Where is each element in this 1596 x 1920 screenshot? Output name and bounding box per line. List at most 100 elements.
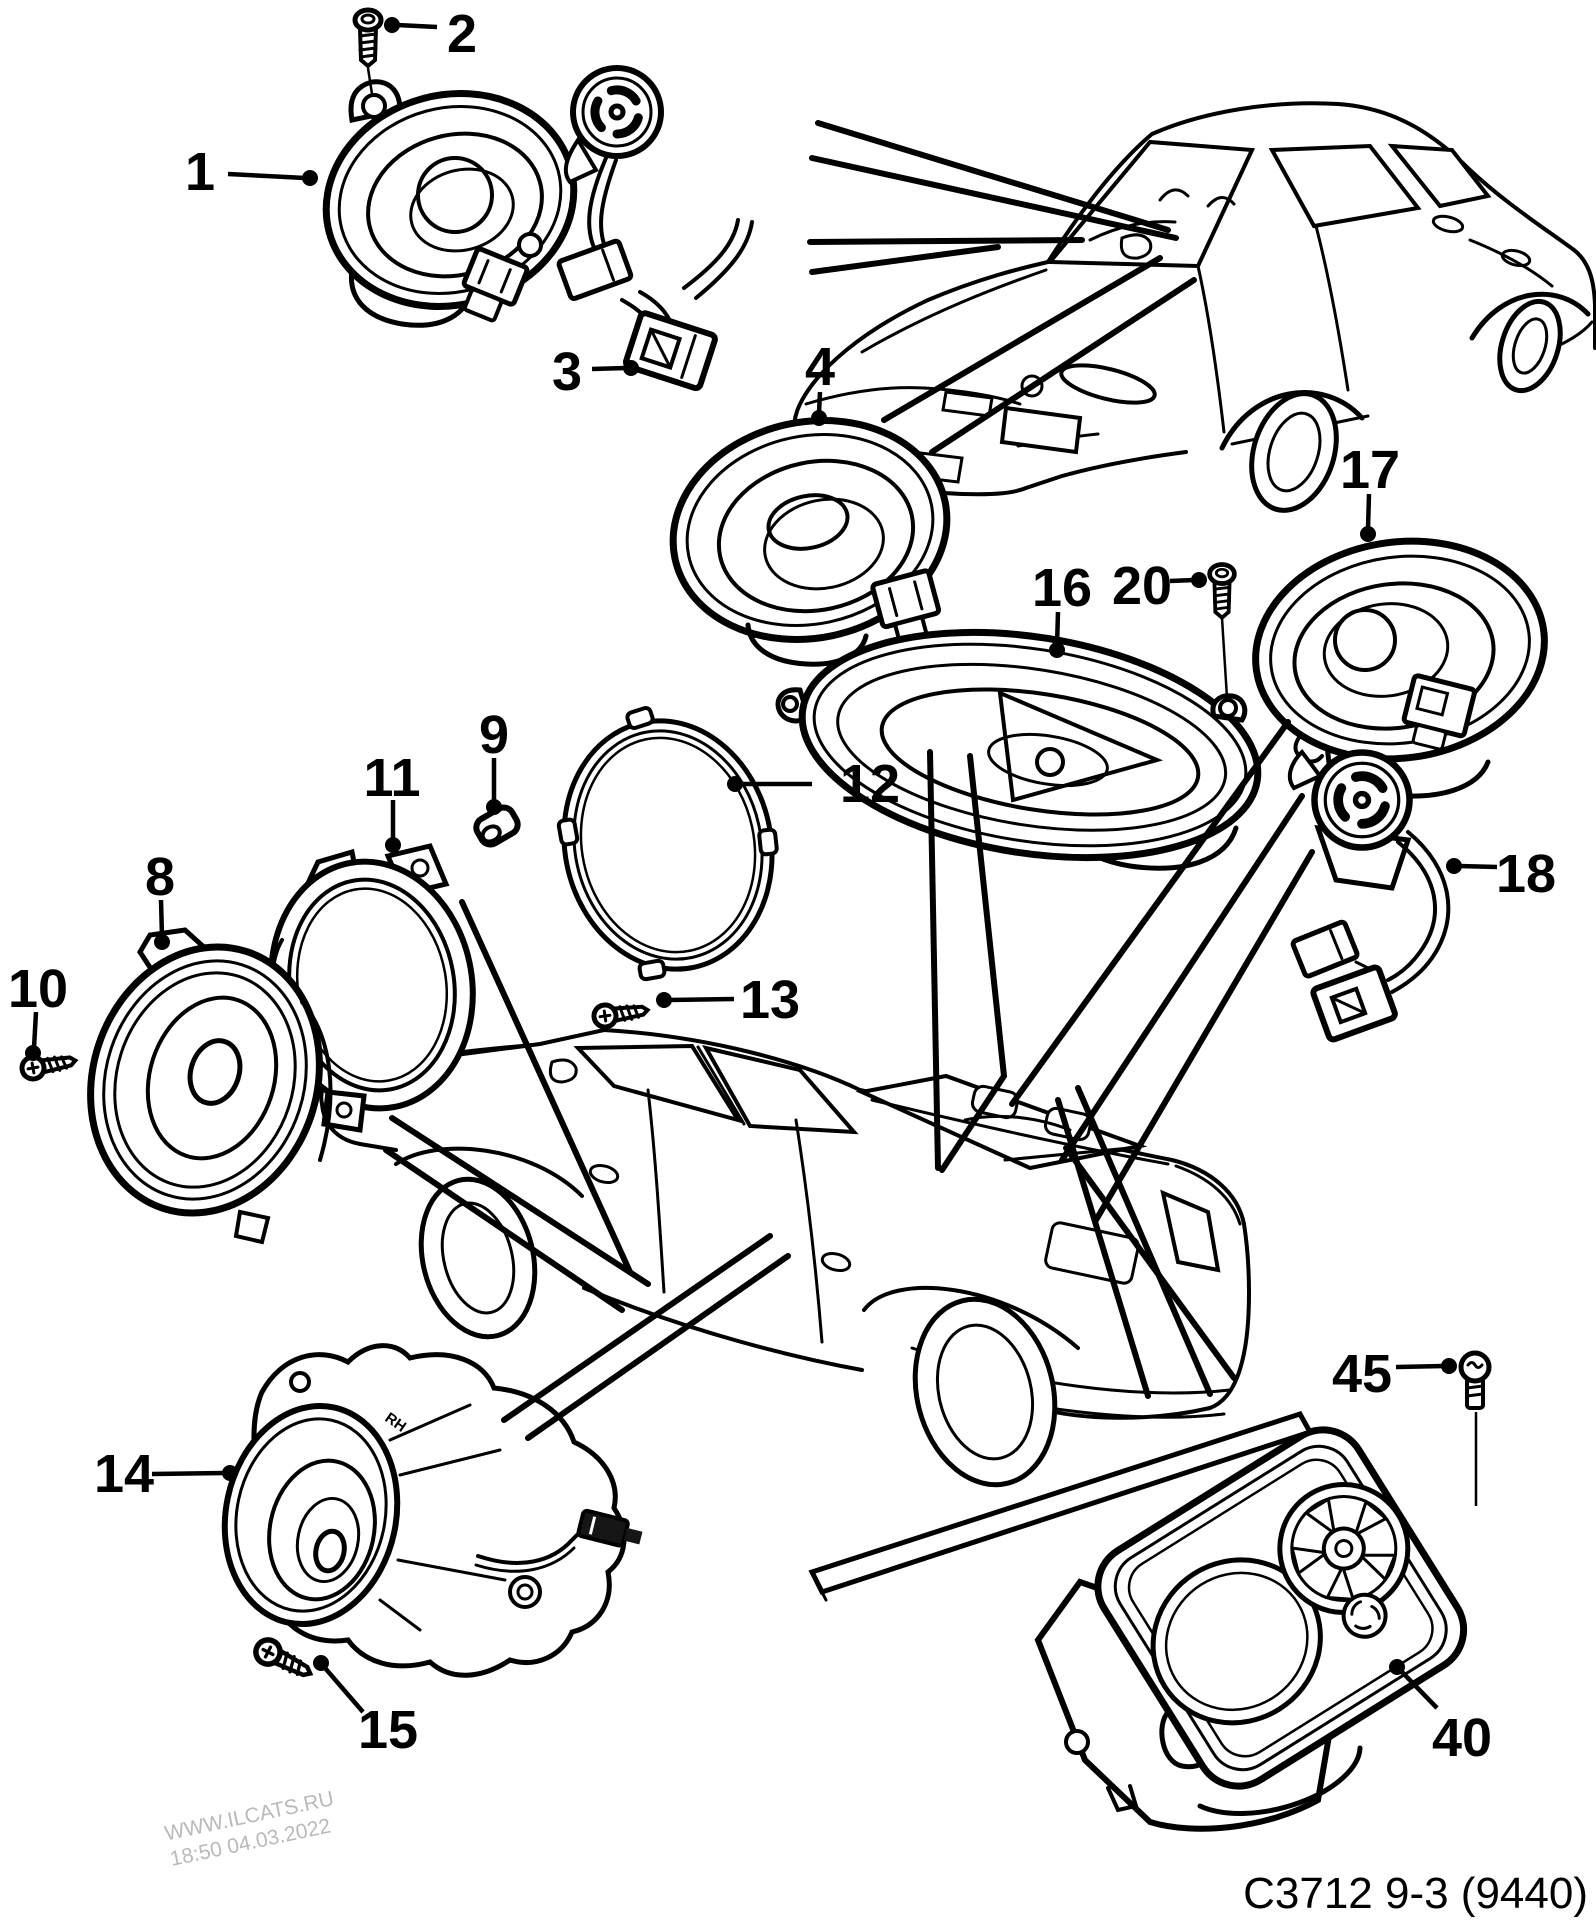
leader-lines xyxy=(383,120,1315,1441)
trim-ring-12 xyxy=(556,705,779,982)
watermark: WWW.ILCATS.RU 18:50 04.03.2022 xyxy=(163,1787,336,1871)
speaker-cone xyxy=(267,1458,377,1602)
connector-18 xyxy=(1310,964,1398,1043)
magnet xyxy=(348,267,475,328)
callout-45-label: 45 xyxy=(1332,1344,1392,1404)
callouts: 1 2 3 4 8 9 10 11 xyxy=(8,4,1556,1768)
callout-12-label: 12 xyxy=(840,754,900,814)
connector-small xyxy=(1290,919,1360,979)
oval-cone xyxy=(879,687,1201,817)
tab-hole xyxy=(781,695,799,713)
speaker-flange xyxy=(221,1402,401,1628)
tab-hole xyxy=(361,93,387,119)
tweeter-bracket xyxy=(1287,748,1324,791)
terminal-block xyxy=(461,246,530,323)
callout-16: 16 xyxy=(1032,558,1092,658)
woofer-speaker xyxy=(1277,1482,1411,1616)
tweeter-18-assembly xyxy=(1287,748,1451,1043)
terminal-block xyxy=(1401,673,1477,751)
woofer-bottom xyxy=(1197,1745,1363,1816)
diagram-code: C3712 9-3 (9440) xyxy=(1243,1869,1588,1918)
tray-tweeter xyxy=(1341,1592,1388,1639)
speaker-8 xyxy=(87,927,333,1245)
callout-40: 40 xyxy=(1389,1659,1492,1768)
clip xyxy=(1106,1784,1139,1813)
front-wheel xyxy=(1249,391,1339,513)
side-window-rear xyxy=(1387,143,1492,209)
side-window-front xyxy=(1268,143,1422,229)
subwoofer-40 xyxy=(808,1410,1468,1832)
callout-2-label: 2 xyxy=(447,4,477,64)
callout-2: 2 xyxy=(384,4,477,64)
mirror xyxy=(548,1058,578,1084)
terminal-block xyxy=(870,568,942,646)
wire xyxy=(587,156,608,254)
callout-14: 14 xyxy=(94,1444,238,1504)
callout-8: 8 xyxy=(145,847,175,950)
callout-9-label: 9 xyxy=(479,705,509,765)
dust-cap xyxy=(1333,608,1397,672)
screw-20 xyxy=(1210,565,1235,618)
wire xyxy=(1390,830,1451,994)
callout-18-label: 18 xyxy=(1496,844,1556,904)
callout-20-label: 20 xyxy=(1112,556,1172,616)
callout-13: 13 xyxy=(656,970,800,1030)
clip xyxy=(637,958,667,982)
connector-3 xyxy=(622,310,718,392)
door-handle xyxy=(1431,214,1465,234)
callout-17-label: 17 xyxy=(1340,440,1400,500)
tweeter-assembly-front xyxy=(556,68,754,334)
locator-line xyxy=(366,67,374,95)
callout-8-label: 8 xyxy=(145,847,175,907)
callout-10: 10 xyxy=(8,959,68,1061)
tail-light xyxy=(1160,1189,1221,1273)
dust-cap xyxy=(1035,747,1065,777)
clip xyxy=(757,827,779,857)
callout-3-label: 3 xyxy=(552,342,582,402)
speaker-17 xyxy=(1252,537,1548,799)
screw-15 xyxy=(252,1636,316,1685)
callout-4: 4 xyxy=(805,337,835,426)
callout-11: 11 xyxy=(363,748,421,853)
callout-4-label: 4 xyxy=(805,337,835,397)
mirror xyxy=(1119,233,1153,260)
screw-2 xyxy=(355,10,381,66)
rear-wheel xyxy=(912,1296,1058,1488)
callout-18: 18 xyxy=(1446,844,1556,904)
speaker-4 xyxy=(669,417,951,667)
dust-opening xyxy=(313,1528,347,1574)
callout-12: 12 xyxy=(727,754,900,814)
clip xyxy=(625,705,655,731)
mount-tab xyxy=(233,1209,271,1245)
tab-hole xyxy=(410,858,430,878)
grille xyxy=(999,405,1083,455)
callout-16-label: 16 xyxy=(1032,558,1092,618)
dust-opening xyxy=(187,1038,243,1106)
tab-hole xyxy=(517,232,543,258)
speaker-tray xyxy=(1094,1426,1468,1790)
front-wheel xyxy=(418,1176,538,1340)
dust-cap xyxy=(416,156,494,234)
connector-small xyxy=(556,238,634,301)
speaker-1-front-door xyxy=(322,79,578,328)
callout-13-label: 13 xyxy=(740,970,800,1030)
callout-17: 17 xyxy=(1340,440,1400,542)
speaker-14-assembly: RH xyxy=(221,1343,643,1678)
callout-1-label: 1 xyxy=(185,142,215,202)
clip-nut-9 xyxy=(473,804,521,848)
callout-45: 45 xyxy=(1332,1344,1457,1404)
locator-line xyxy=(1220,617,1229,699)
callout-11-label: 11 xyxy=(363,748,420,808)
door-handle xyxy=(820,1251,852,1273)
door-handle xyxy=(588,1163,620,1185)
tweeter-icon xyxy=(1314,752,1409,847)
door-window xyxy=(573,1043,743,1124)
shell-hole-small xyxy=(1064,1729,1090,1755)
speaker-cone xyxy=(1292,581,1496,731)
door-window xyxy=(702,1045,859,1135)
speaker-16-oval xyxy=(775,628,1262,871)
clip xyxy=(556,817,580,847)
speaker-cone xyxy=(145,995,279,1161)
